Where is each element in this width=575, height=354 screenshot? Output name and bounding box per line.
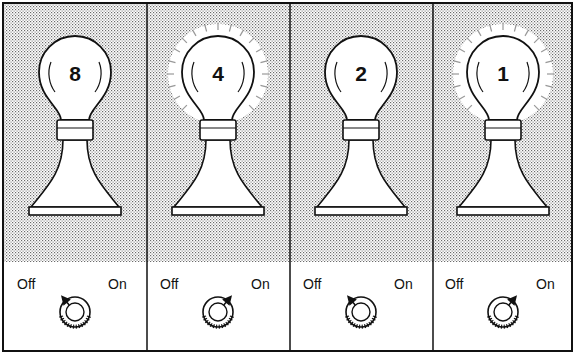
knob-symbol (488, 294, 519, 327)
bulb-socket (200, 120, 236, 140)
stand-foot (172, 207, 264, 215)
dotted-field (3, 3, 572, 262)
bulb-drawing (168, 32, 268, 222)
switch-label: On (108, 276, 127, 292)
light-bulb: 8 (25, 32, 125, 222)
light-bulb: 1 (453, 32, 553, 222)
socket-ring (343, 127, 379, 128)
bulb-stand (174, 140, 262, 207)
knob-symbol (203, 294, 234, 327)
bulb-socket (485, 120, 521, 140)
outer-frame (3, 3, 572, 351)
stand-foot (457, 207, 549, 215)
switch-label: Off (303, 276, 321, 292)
bulb-number: 4 (168, 62, 268, 86)
switch-label: On (536, 276, 555, 292)
bulb-drawing (25, 32, 125, 222)
bulb-drawing (311, 32, 411, 222)
switch-label: Off (160, 276, 178, 292)
bulb-stand (31, 140, 119, 207)
light-bulb: 4 (168, 32, 268, 222)
panel-divider (289, 3, 291, 351)
switch-label: Off (17, 276, 35, 292)
switch-label: On (251, 276, 270, 292)
glow-halo (453, 24, 553, 124)
socket-ring (57, 127, 93, 128)
stand-foot (315, 207, 407, 215)
knob-symbol (59, 294, 90, 327)
bulb-drawing (453, 32, 553, 222)
glow-halo (168, 24, 268, 124)
socket-ring (485, 127, 521, 128)
switch-label: On (394, 276, 413, 292)
light-bulb: 2 (311, 32, 411, 222)
knob-symbol (345, 294, 376, 327)
bulb-stand (317, 140, 405, 207)
bulb-stand (459, 140, 547, 207)
panel-divider (432, 3, 434, 351)
bulb-socket (57, 120, 93, 140)
stand-foot (29, 207, 121, 215)
bulb-number: 2 (311, 62, 411, 86)
panel-divider (146, 3, 148, 351)
bulb-number: 1 (453, 62, 553, 86)
bulb-socket (343, 120, 379, 140)
socket-ring (200, 127, 236, 128)
bulb-number: 8 (25, 62, 125, 86)
switch-label: Off (445, 276, 463, 292)
